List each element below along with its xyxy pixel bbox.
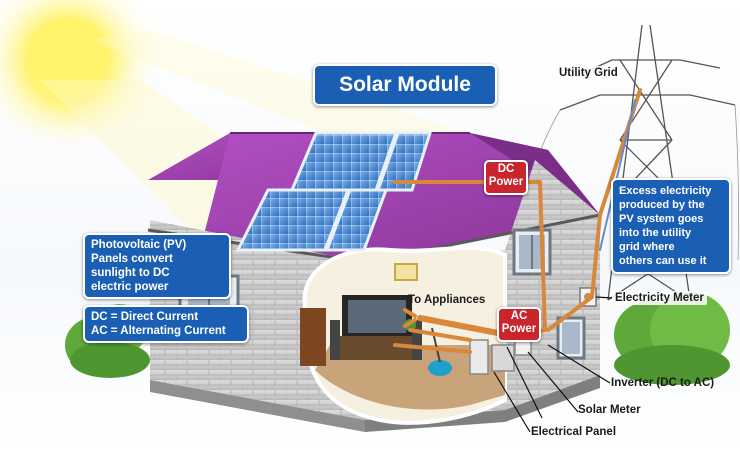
pv-note-line: Photovoltaic (PV) [91, 239, 187, 251]
dc-power-badge: DC Power [484, 160, 528, 195]
pv-note-line: sunlight to DC [91, 267, 170, 279]
dc-power-line1: DC [497, 163, 515, 175]
solar-meter-label: Solar Meter [578, 404, 641, 416]
pv-note-line: electric power [91, 281, 169, 293]
inverter-label: Inverter (DC to AC) [611, 377, 715, 389]
pv-note-line: Panels convert [91, 253, 173, 265]
dc-ac-note-line: AC = Alternating Current [91, 325, 226, 337]
title-box: Solar Module [313, 64, 497, 106]
utility-tower [519, 24, 739, 301]
dc-ac-note-line: DC = Direct Current [91, 311, 199, 323]
bush-right [614, 292, 730, 385]
excess-note-line: others can use it [619, 255, 707, 267]
window-gable [556, 316, 586, 360]
page-title: Solar Module [339, 73, 471, 96]
dc-power-line2: Power [488, 176, 524, 188]
excess-note-line: into the utility [619, 227, 692, 239]
excess-note-line: PV system goes [619, 213, 704, 225]
ac-power-line1: AC [510, 310, 528, 322]
excess-note-line: produced by the [619, 199, 705, 211]
utility-grid-label: Utility Grid [556, 66, 621, 80]
excess-note-line: grid where [619, 241, 675, 253]
excess-note-line: Excess electricity [619, 185, 712, 197]
dc-ac-note-box: DC = Direct Current AC = Alternating Cur… [83, 305, 249, 343]
ac-power-line2: Power [501, 323, 537, 335]
solar-panels [235, 131, 433, 252]
electrical-panel-label: Electrical Panel [531, 426, 617, 438]
ac-power-badge: AC Power [497, 307, 541, 342]
interior-cutaway [300, 245, 532, 425]
pointer-lines [493, 296, 613, 433]
electricity-meter-label: Electricity Meter [612, 291, 707, 305]
excess-note-box: Excess electricity produced by the PV sy… [611, 178, 731, 274]
pv-note-box: Photovoltaic (PV) Panels convert sunligh… [83, 233, 231, 299]
to-appliances-label: To Appliances [408, 294, 486, 306]
